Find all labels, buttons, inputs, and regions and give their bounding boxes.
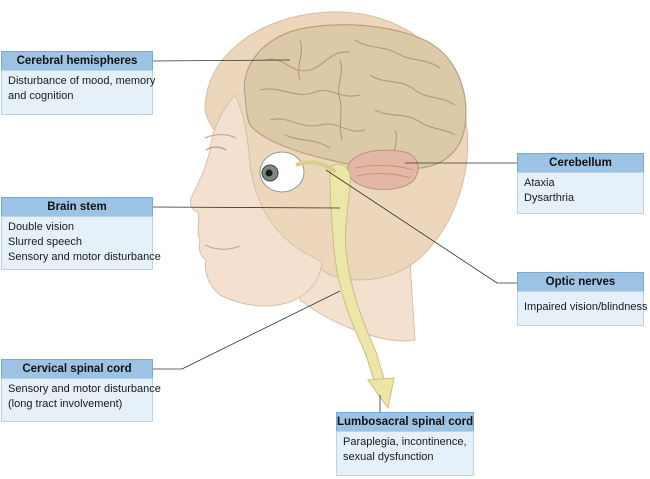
callout-line: Sensory and motor disturbance (8, 383, 161, 395)
callout-line: Impaired vision/blindness (524, 301, 648, 313)
leader-cervical-diag (181, 290, 341, 370)
callout-title: Cervical spinal cord (1, 359, 153, 378)
closed-eye (205, 146, 227, 151)
eyebrow (204, 134, 237, 139)
callout-line: Ataxia (524, 177, 555, 189)
pupil (265, 169, 273, 177)
callout-title: Optic nerves (517, 272, 644, 291)
cerebellum-folia (355, 165, 415, 179)
callout-cervical-spinal-cord: Cervical spinal cord Sensory and motor d… (1, 359, 161, 422)
callout-line: and cognition (8, 90, 74, 102)
optic-nerve (295, 160, 338, 174)
eyeball (259, 151, 305, 193)
callout-line: (long tract involvement) (8, 398, 123, 410)
leader-brainstem (152, 206, 341, 209)
callout-optic-nerves: Optic nerves Impaired vision/blindness (517, 272, 648, 326)
callout-cerebellum: Cerebellum Ataxia Dysarthria (517, 153, 644, 214)
callout-brain-stem: Brain stem Double vision Slurred speech … (1, 197, 161, 270)
leader-cerebral (152, 59, 291, 62)
callout-body: Paraplegia, incontinence, sexual dysfunc… (336, 431, 474, 476)
callout-title: Lumbosacral spinal cord (336, 412, 474, 431)
leader-optic (325, 169, 517, 284)
callout-cerebral-hemispheres: Cerebral hemispheres Disturbance of mood… (1, 51, 156, 115)
lips (204, 244, 241, 250)
callout-line: Paraplegia, incontinence, (343, 436, 467, 448)
callout-title: Brain stem (1, 197, 153, 216)
brain-gyri (259, 39, 456, 161)
callout-line: Sensory and motor disturbance (8, 251, 161, 263)
callout-title: Cerebellum (517, 153, 644, 172)
callout-line: sexual dysfunction (343, 451, 434, 463)
callout-body: Disturbance of mood, memory and cognitio… (1, 70, 156, 115)
callout-line: Dysarthria (524, 192, 575, 204)
callout-line: Disturbance of mood, memory (8, 75, 156, 87)
callout-body: Impaired vision/blindness (517, 291, 648, 326)
callout-body: Ataxia Dysarthria (517, 172, 644, 214)
cerebellum (347, 149, 419, 190)
callout-title: Cerebral hemispheres (1, 51, 153, 70)
callout-line: Slurred speech (8, 236, 82, 248)
spinal-cord-arrowhead (367, 377, 395, 410)
callout-line: Double vision (8, 221, 75, 233)
face (189, 94, 323, 307)
callout-body: Sensory and motor disturbance (long trac… (1, 378, 161, 422)
callout-lumbosacral-spinal-cord: Lumbosacral spinal cord Paraplegia, inco… (336, 412, 474, 476)
callout-body: Double vision Slurred speech Sensory and… (1, 216, 161, 270)
